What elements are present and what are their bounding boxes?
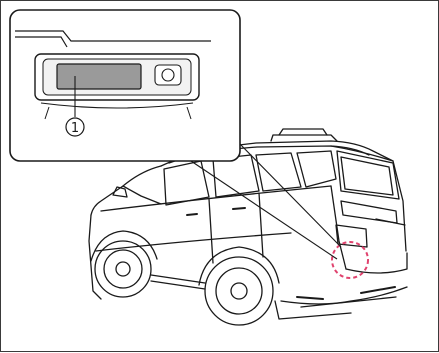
highlight-circle — [332, 242, 368, 278]
callout-1: 1 — [66, 118, 84, 136]
camera-lens-icon — [155, 65, 181, 85]
callout-1-label: 1 — [71, 121, 79, 136]
inset-panel: 1 — [10, 10, 240, 161]
license-lamp-lens — [57, 64, 141, 89]
